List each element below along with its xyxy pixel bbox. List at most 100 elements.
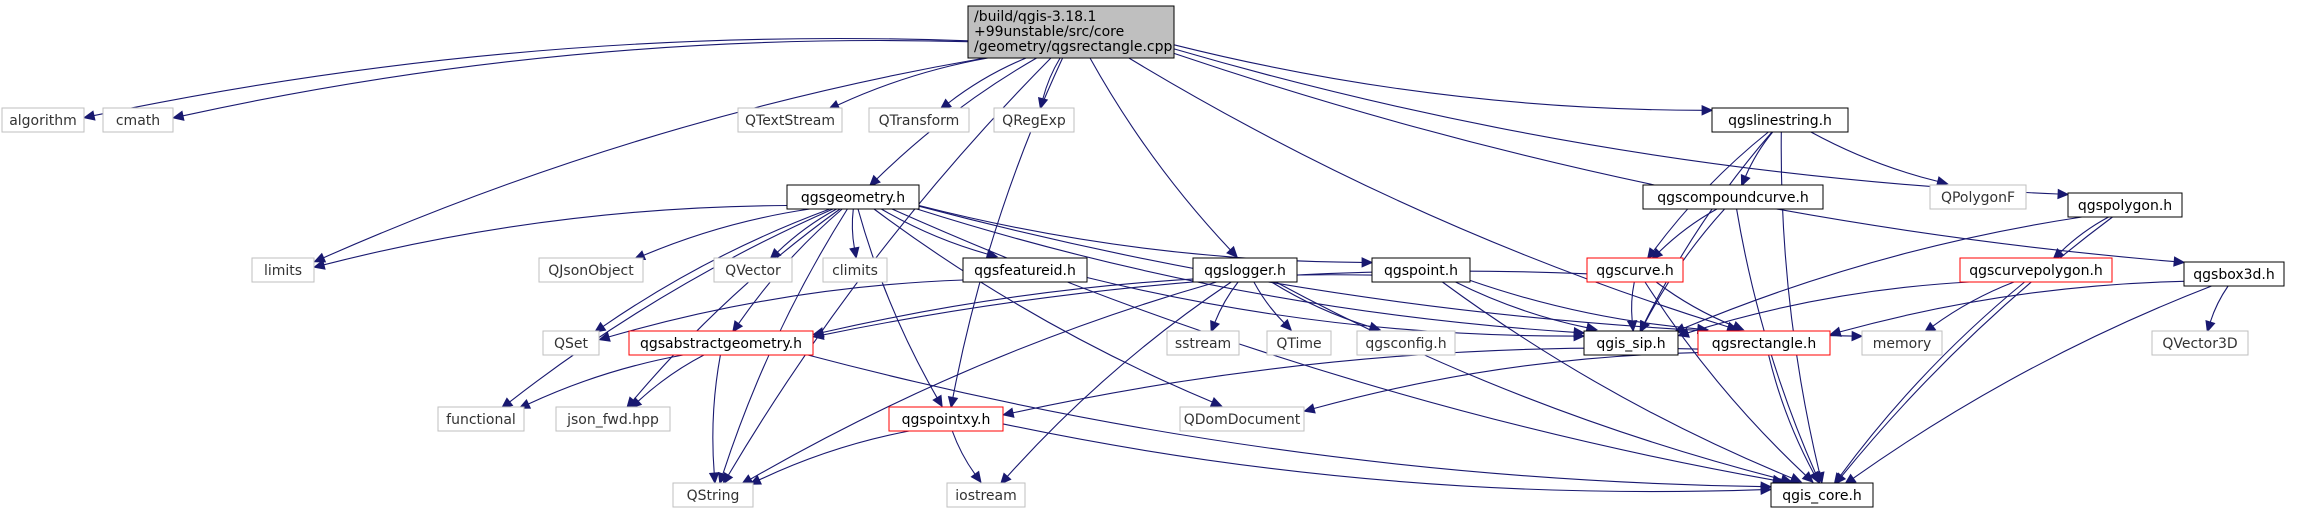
node-label: qgspointxy.h	[902, 412, 991, 428]
edge-qgsgeometry-to-json_fwd	[626, 208, 841, 409]
edge-root-to-qregexp	[1037, 57, 1061, 110]
arrow-head-icon	[593, 321, 607, 333]
node-qgslinestring[interactable]: qgslinestring.h	[1711, 107, 1849, 133]
edge-root-to-qgspolygon	[1173, 48, 2070, 200]
edge-qgsfeatureid-to-qset	[598, 279, 964, 342]
edge-qgscurve-to-qgis_sip	[1626, 281, 1638, 333]
node-label: sstream	[1175, 336, 1231, 352]
edge-qgslogger-to-sstream	[1210, 281, 1239, 333]
arrow-head-icon	[985, 248, 999, 260]
arrow-head-icon	[1833, 472, 1845, 485]
node-qgspolygon[interactable]: qgspolygon.h	[2067, 192, 2183, 218]
node-qvector: QVector	[713, 257, 793, 283]
edge-line	[712, 354, 721, 474]
node-box	[786, 184, 920, 210]
node-label: QJsonObject	[548, 263, 634, 279]
node-box	[102, 107, 174, 133]
edge-line	[777, 208, 837, 253]
edge-root-to-limits	[313, 57, 985, 263]
edge-qgscompoundcurve-to-qgscurve	[1651, 208, 1718, 260]
arrow-head-icon	[1303, 403, 1316, 414]
node-qgscurvepolygon[interactable]: qgscurvepolygon.h	[1959, 257, 2113, 283]
node-qgsgeometry[interactable]: qgsgeometry.h	[786, 184, 920, 210]
edge-line	[2060, 216, 2109, 253]
node-label: qgscurvepolygon.h	[1969, 263, 2103, 279]
arrow-head-icon	[999, 472, 1012, 485]
edge-root-to-qgslinestring	[1173, 44, 1714, 116]
node-qgis_sip[interactable]: qgis_sip.h	[1583, 330, 1679, 356]
node-box	[2183, 261, 2285, 287]
edge-line	[1631, 281, 1635, 322]
node-label: QString	[687, 488, 740, 504]
edge-qgsgeometry-to-qdomdocument	[873, 208, 1223, 407]
arrow-head-icon	[518, 398, 532, 409]
node-label: qgsbox3d.h	[2193, 267, 2275, 283]
arrow-head-icon	[1226, 245, 1239, 259]
arrow-head-icon	[1651, 247, 1664, 260]
node-qgsfeatureid[interactable]: qgsfeatureid.h	[962, 257, 1088, 283]
node-qgspointxy[interactable]: qgspointxy.h	[888, 406, 1004, 432]
edge-line	[637, 354, 705, 402]
node-box	[672, 482, 754, 508]
node-label: qgspolygon.h	[2078, 198, 2172, 214]
node-label: qgis_core.h	[1782, 488, 1862, 504]
edge-line	[2209, 285, 2229, 323]
node-qgscurve[interactable]: qgscurve.h	[1586, 257, 1684, 283]
edge-qgsabstractgeometry-to-qstring	[708, 354, 721, 485]
node-box	[437, 406, 525, 432]
node-qgspoint[interactable]: qgspoint.h	[1371, 257, 1471, 283]
node-label: qgis_sip.h	[1596, 336, 1665, 352]
arrow-head-icon	[2205, 319, 2216, 333]
edge-line	[851, 208, 855, 249]
arrow-head-icon	[1936, 176, 1949, 187]
edge-line	[182, 39, 969, 117]
edge-line	[918, 204, 1363, 263]
edge-line	[1683, 216, 2083, 329]
edge-qgslogger-to-qtime	[1253, 281, 1293, 331]
edge-line	[1089, 57, 1231, 251]
edge-qgsgeometry-to-qset	[593, 208, 830, 333]
node-qregexp: QRegExp	[993, 107, 1075, 133]
node-qgsbox3d[interactable]: qgsbox3d.h	[2183, 261, 2285, 287]
arrow-head-icon	[1851, 330, 1864, 342]
node-box	[2151, 330, 2249, 356]
arrow-head-icon	[749, 474, 762, 485]
node-root[interactable]: /build/qgis-3.18.1+99unstable/src/core/g…	[967, 5, 1175, 59]
node-box	[1642, 184, 1824, 210]
node-qstring: QString	[672, 482, 754, 508]
edge-line	[1173, 48, 2059, 195]
node-label: memory	[1873, 336, 1932, 352]
edge-line	[807, 354, 1762, 488]
arrow-head-icon	[1280, 318, 1293, 331]
arrow-head-icon	[2052, 247, 2065, 260]
edge-qgscurve-to-qgis_core	[1644, 281, 1814, 483]
node-box	[1266, 330, 1332, 356]
edge-qgslinestring-to-qpolygonf	[1810, 131, 1949, 187]
edge-qgsgeometry-to-qgsfeatureid	[881, 208, 999, 260]
edge-qgspointxy-to-qgis_core	[1002, 423, 1773, 495]
node-qgscompoundcurve[interactable]: qgscompoundcurve.h	[1642, 184, 1824, 210]
node-qgis_core[interactable]: qgis_core.h	[1770, 482, 1874, 508]
edge-root-to-qgslogger	[1089, 57, 1239, 259]
node-label: qgscurve.h	[1596, 263, 1674, 279]
arrow-head-icon	[1002, 407, 1015, 418]
node-label: /build/qgis-3.18.1+99unstable/src/core/g…	[974, 9, 1172, 55]
edge-qgspointxy-to-iostream	[951, 430, 982, 484]
edge-line	[1128, 57, 1729, 328]
node-box	[1166, 330, 1240, 356]
node-label: QTextStream	[745, 113, 835, 129]
edge-line	[1313, 352, 1699, 410]
arrow-head-icon	[630, 396, 643, 409]
arrow-head-icon	[1646, 247, 1659, 260]
node-qgsabstractgeometry[interactable]: qgsabstractgeometry.h	[628, 330, 814, 356]
edge-root-to-cmath	[172, 39, 969, 121]
node-qgsrectangle[interactable]: qgsrectangle.h	[1697, 330, 1831, 356]
arrow-head-icon	[1760, 484, 1773, 495]
arrow-head-icon	[1677, 327, 1690, 338]
arrow-head-icon	[708, 472, 720, 485]
node-box	[946, 482, 1026, 508]
edge-qgscurvepolygon-to-memory	[1923, 281, 2015, 333]
node-qgslogger[interactable]: qgslogger.h	[1192, 257, 1298, 283]
node-label: cmath	[116, 113, 160, 129]
